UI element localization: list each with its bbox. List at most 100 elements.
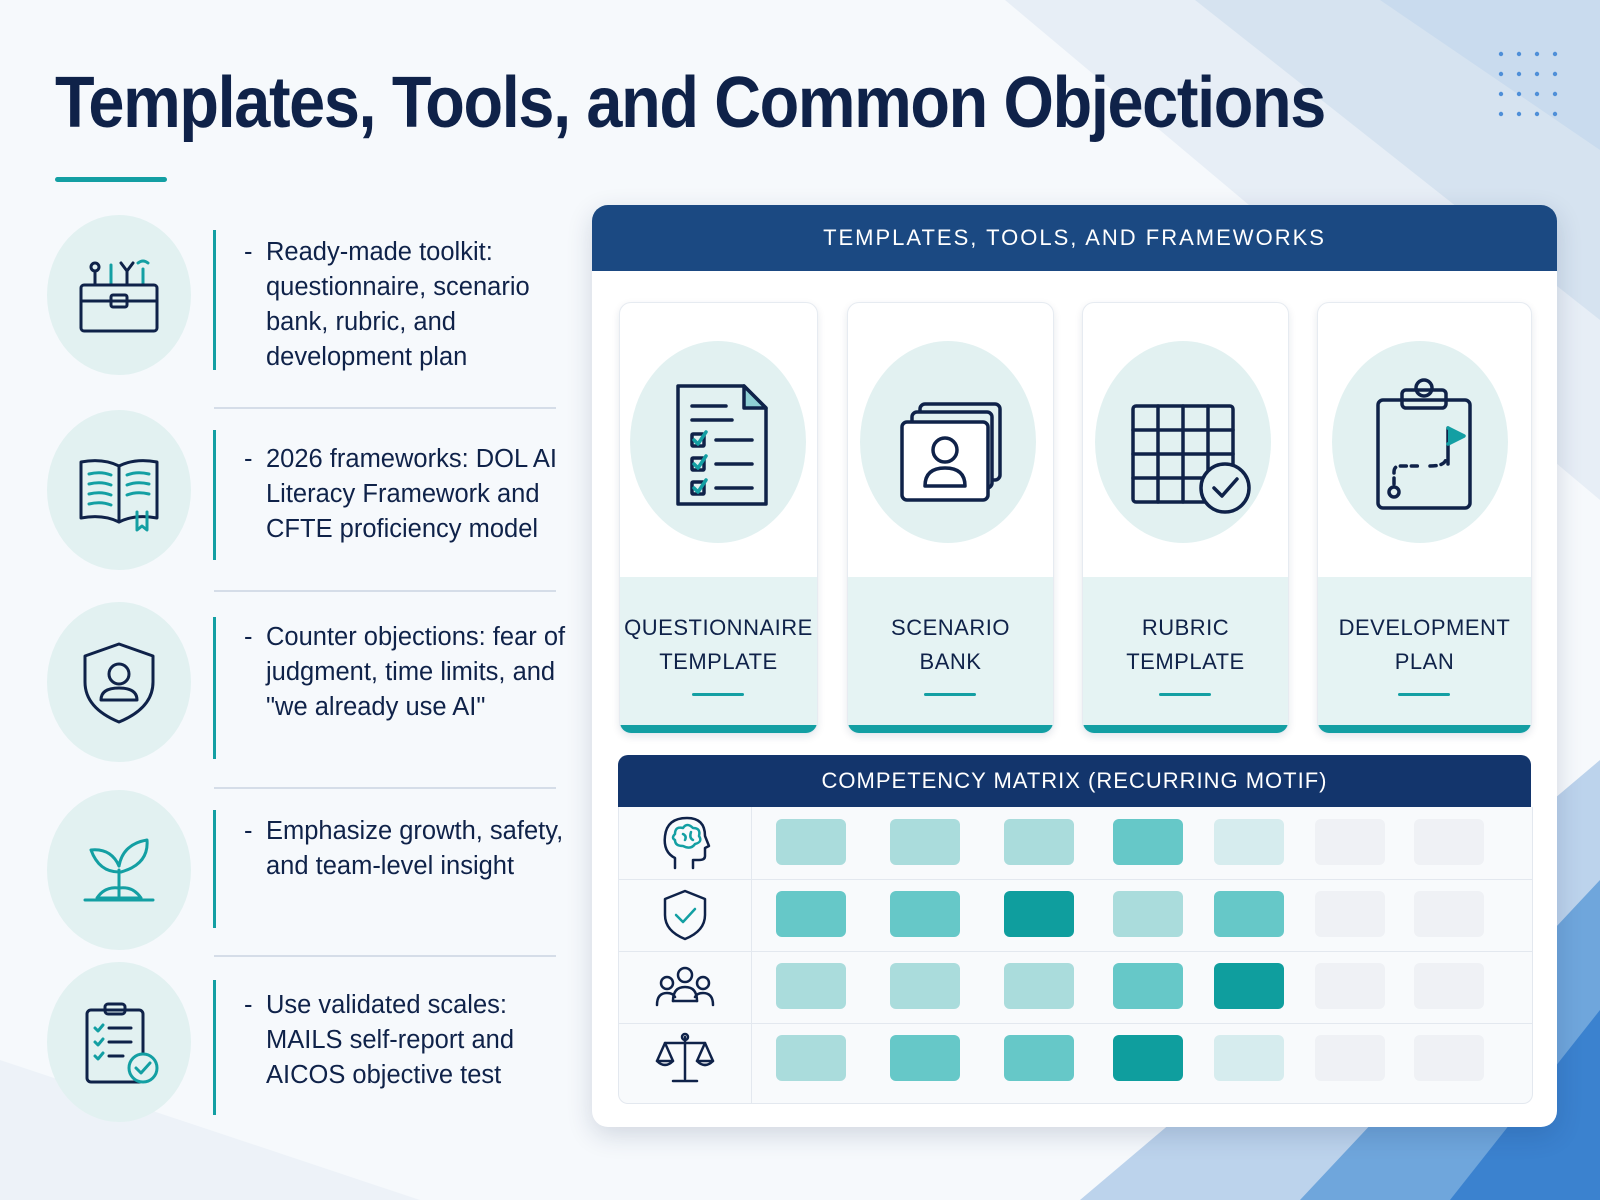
matrix-column-divider bbox=[751, 807, 752, 1103]
card-label-line2: PLAN bbox=[1394, 649, 1455, 674]
matrix-cell bbox=[890, 1035, 960, 1081]
matrix-cell bbox=[1004, 819, 1074, 865]
shield-person-icon bbox=[83, 642, 155, 724]
card-icon-circle bbox=[630, 341, 806, 543]
matrix-cell bbox=[1004, 963, 1074, 1009]
title-underline bbox=[55, 177, 167, 182]
bullet-dash: - bbox=[244, 991, 253, 1019]
card-icon-circle bbox=[1332, 341, 1508, 543]
toolbox-icon bbox=[79, 259, 159, 333]
people-group-icon bbox=[655, 966, 715, 1007]
item-text: 2026 frameworks: DOL AI Literacy Framewo… bbox=[266, 445, 558, 543]
card-accent-line bbox=[1398, 693, 1450, 696]
card-base-bar bbox=[848, 725, 1053, 733]
matrix-cell bbox=[890, 891, 960, 937]
list-item-toolkit: - Ready-made toolkit: questionnaire, sce… bbox=[0, 215, 580, 375]
templates-panel: TEMPLATES, TOOLS, AND FRAMEWORKS QUESTIO… bbox=[592, 205, 1557, 1127]
card-label-line2: TEMPLATE bbox=[1126, 649, 1245, 674]
sprout-icon-circle bbox=[47, 790, 191, 950]
matrix-row bbox=[619, 807, 1532, 877]
item-separator bbox=[214, 955, 556, 957]
card-label-line2: BANK bbox=[919, 649, 982, 674]
bullet-dash: - bbox=[244, 623, 253, 651]
card-base-bar bbox=[1083, 725, 1288, 733]
clipboard-check-icon-circle bbox=[47, 962, 191, 1122]
list-item-growth: - Emphasize growth, safety, and team-lev… bbox=[0, 790, 580, 950]
card-accent-line bbox=[1159, 693, 1211, 696]
matrix-cell bbox=[1214, 819, 1284, 865]
list-item-objections: - Counter objections: fear of judgment, … bbox=[0, 602, 580, 762]
matrix-row bbox=[619, 1023, 1532, 1094]
matrix-cell bbox=[776, 963, 846, 1009]
card-rubric-template[interactable]: RUBRIC TEMPLATE bbox=[1082, 302, 1289, 734]
card-base-bar bbox=[1318, 725, 1531, 733]
scales-icon bbox=[655, 1032, 715, 1083]
item-text: Ready-made toolkit: questionnaire, scena… bbox=[266, 238, 530, 371]
matrix-cell bbox=[1113, 1035, 1183, 1081]
matrix-cell bbox=[1315, 963, 1385, 1009]
item-accent-bar bbox=[213, 230, 216, 370]
matrix-cell bbox=[1214, 963, 1284, 1009]
list-item-scales: - Use validated scales: MAILS self-repor… bbox=[0, 962, 580, 1122]
matrix-cell bbox=[1004, 891, 1074, 937]
brain-head-icon bbox=[663, 816, 711, 870]
toolbox-icon-circle bbox=[47, 215, 191, 375]
card-base-bar bbox=[620, 725, 817, 733]
dot-grid-decoration bbox=[1498, 51, 1558, 117]
bullet-dash: - bbox=[244, 238, 253, 266]
item-text: Counter objections: fear of judgment, ti… bbox=[266, 623, 566, 721]
matrix-cell bbox=[1004, 1035, 1074, 1081]
card-questionnaire-template[interactable]: QUESTIONNAIRE TEMPLATE bbox=[619, 302, 818, 734]
matrix-cell bbox=[1113, 891, 1183, 937]
card-accent-line bbox=[924, 693, 976, 696]
open-book-icon-circle bbox=[47, 410, 191, 570]
matrix-cell bbox=[776, 1035, 846, 1081]
card-icon-circle bbox=[1095, 341, 1271, 543]
item-separator bbox=[214, 590, 556, 592]
item-accent-bar bbox=[213, 617, 216, 759]
card-label-line1: SCENARIO bbox=[891, 615, 1010, 640]
matrix-cell bbox=[1113, 819, 1183, 865]
matrix-cell bbox=[1315, 819, 1385, 865]
card-scenario-bank[interactable]: SCENARIO BANK bbox=[847, 302, 1054, 734]
item-accent-bar bbox=[213, 810, 216, 928]
item-text: Emphasize growth, safety, and team-level… bbox=[266, 817, 564, 880]
grid-check-icon bbox=[1131, 404, 1251, 514]
item-accent-bar bbox=[213, 430, 216, 560]
matrix-cell bbox=[1214, 1035, 1284, 1081]
matrix-cell bbox=[1414, 891, 1484, 937]
list-item-frameworks: - 2026 frameworks: DOL AI Literacy Frame… bbox=[0, 410, 580, 570]
matrix-cell bbox=[890, 819, 960, 865]
item-text: Use validated scales: MAILS self-report … bbox=[266, 991, 515, 1089]
panel-header: TEMPLATES, TOOLS, AND FRAMEWORKS bbox=[592, 205, 1557, 271]
bullet-dash: - bbox=[244, 817, 253, 845]
document-checklist-icon bbox=[676, 384, 768, 506]
matrix-cell bbox=[1214, 891, 1284, 937]
matrix-cell bbox=[890, 963, 960, 1009]
matrix-cell bbox=[776, 819, 846, 865]
card-accent-line bbox=[692, 693, 744, 696]
matrix-cell bbox=[1315, 891, 1385, 937]
page-title: Templates, Tools, and Common Objections bbox=[55, 63, 1326, 143]
bullet-dash: - bbox=[244, 445, 253, 473]
competency-matrix-header: COMPETENCY MATRIX (RECURRING MOTIF) bbox=[618, 755, 1531, 807]
item-separator bbox=[214, 407, 556, 409]
card-label-line1: QUESTIONNAIRE bbox=[624, 615, 813, 640]
shield-person-icon-circle bbox=[47, 602, 191, 762]
card-icon-circle bbox=[860, 341, 1036, 543]
clipboard-path-icon bbox=[1376, 378, 1472, 510]
matrix-row bbox=[619, 879, 1532, 950]
card-label-line2: TEMPLATE bbox=[659, 649, 778, 674]
matrix-row bbox=[619, 951, 1532, 1022]
competency-matrix bbox=[618, 807, 1533, 1104]
sprout-icon bbox=[83, 838, 155, 902]
matrix-cell bbox=[776, 891, 846, 937]
open-book-icon bbox=[79, 459, 159, 532]
card-label-line1: RUBRIC bbox=[1141, 615, 1230, 640]
matrix-cell bbox=[1414, 819, 1484, 865]
clipboard-check-icon bbox=[85, 1002, 159, 1084]
shield-check-icon bbox=[663, 889, 707, 941]
card-development-plan[interactable]: DEVELOPMENT PLAN bbox=[1317, 302, 1532, 734]
item-separator bbox=[214, 787, 556, 789]
objections-list: - Ready-made toolkit: questionnaire, sce… bbox=[0, 0, 600, 1200]
